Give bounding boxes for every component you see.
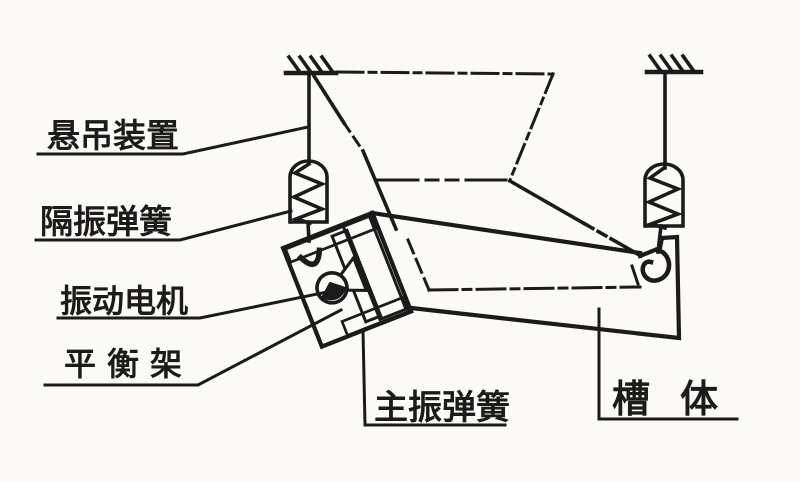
spring-zigzag-icon [644, 165, 683, 231]
phantom-outline [335, 70, 642, 292]
leader-suspension [36, 125, 310, 156]
leader-trough [597, 307, 739, 421]
ceiling-mount-left [283, 54, 339, 76]
mount-plate-outer [341, 214, 408, 322]
frame-notch [296, 247, 323, 268]
leader-vibration-motor [56, 289, 334, 320]
trough-body [369, 210, 682, 341]
ceiling-mount-right [644, 53, 704, 75]
eccentric-weight-icon [321, 281, 346, 301]
label-trough-body: 槽体 [612, 377, 748, 421]
isolation-spring-left [288, 159, 329, 226]
label-main-spring: 主振弹簧 [374, 388, 510, 428]
label-vibration-motor: 振动电机 [60, 282, 188, 320]
isolation-spring-right [643, 162, 685, 231]
leader-main-spring [361, 328, 507, 427]
hopper-edge [311, 73, 644, 259]
main-spring-bottom-hatch [340, 295, 411, 338]
label-isolation-spring: 隔振弹簧 [40, 202, 172, 241]
hatch-ticks-icon [647, 53, 696, 73]
leader-balance-frame [43, 307, 344, 387]
main-spring-top-hatch [283, 213, 379, 264]
spring-zigzag-icon [289, 161, 327, 226]
leader-isolation-spring [34, 209, 293, 242]
label-suspension-device: 悬吊装置 [47, 116, 179, 155]
leader-lines [34, 125, 739, 427]
hatch-ticks-icon [286, 54, 335, 74]
label-balance-frame: 平衡架 [64, 345, 193, 383]
hanger-hook-icon [640, 247, 672, 283]
